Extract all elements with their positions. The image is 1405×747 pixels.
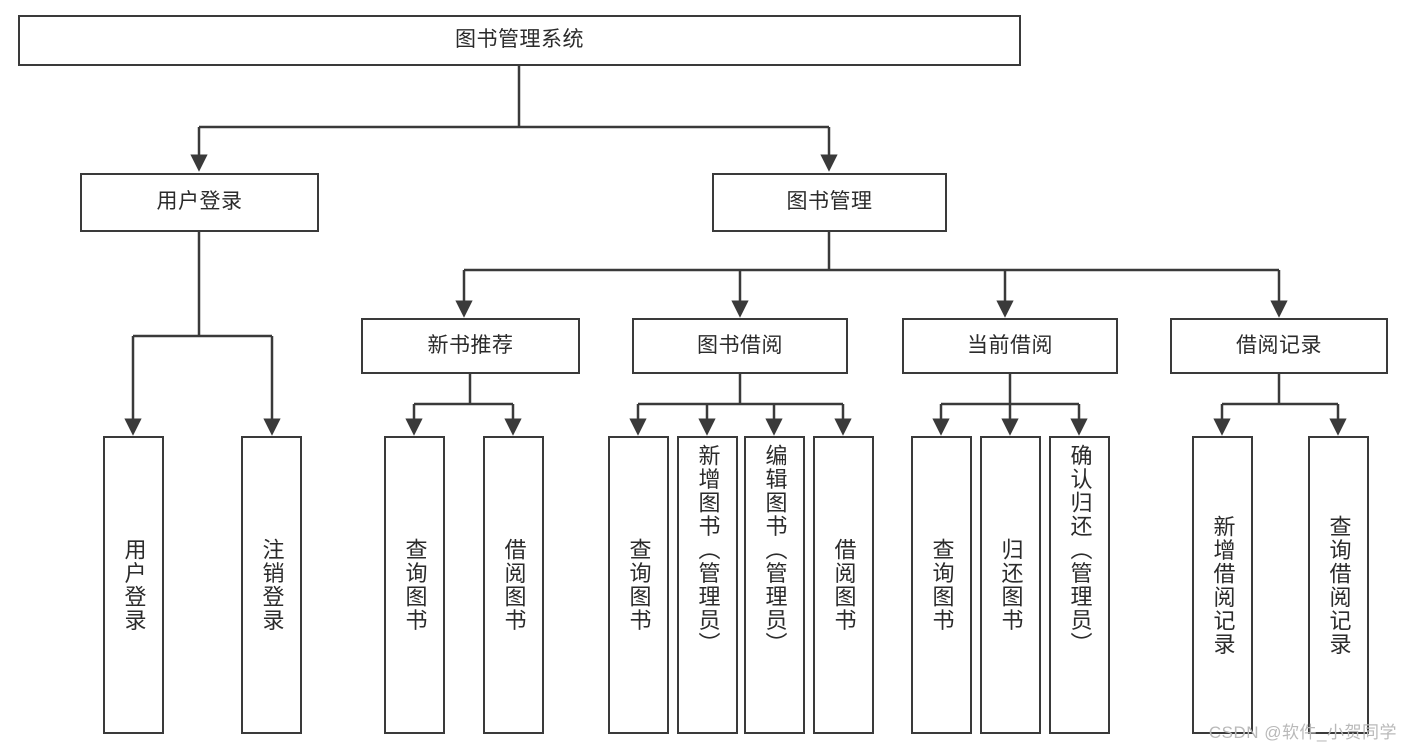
node-label: 用户登录	[156, 190, 243, 214]
node-book-borrow[interactable]: 图书借阅	[632, 318, 848, 374]
node-label: 归还图书	[998, 538, 1024, 632]
node-label: 当前借阅	[967, 333, 1053, 357]
leaf-new-book-borrow-book[interactable]: 借阅图书	[483, 436, 544, 734]
node-label: 图书管理	[786, 190, 873, 214]
node-label: 借阅图书	[501, 538, 527, 632]
node-label: 查询图书	[402, 538, 428, 632]
node-label: 借阅图书	[831, 538, 857, 632]
node-label: 注销登录	[259, 538, 285, 632]
leaf-current-borrow-return-book[interactable]: 归还图书	[980, 436, 1041, 734]
leaf-current-borrow-confirm-return[interactable]: 确认归还（管理员）	[1049, 436, 1110, 734]
leaf-book-borrow-query-book[interactable]: 查询图书	[608, 436, 669, 734]
leaf-user-login-login[interactable]: 用户登录	[103, 436, 164, 734]
node-label: 查询图书	[626, 538, 652, 632]
watermark-text: CSDN @软件_小贺同学	[1208, 723, 1397, 742]
leaf-borrow-record-query-record[interactable]: 查询借阅记录	[1308, 436, 1369, 734]
node-label: 用户登录	[121, 538, 147, 632]
node-root-book-management-system[interactable]: 图书管理系统	[18, 15, 1021, 66]
leaf-book-borrow-borrow-book[interactable]: 借阅图书	[813, 436, 874, 734]
node-current-borrow[interactable]: 当前借阅	[902, 318, 1118, 374]
leaf-book-borrow-add-book[interactable]: 新增图书（管理员）	[677, 436, 738, 734]
leaf-user-login-logout[interactable]: 注销登录	[241, 436, 302, 734]
node-label: 查询图书	[929, 538, 955, 632]
node-book-management[interactable]: 图书管理	[712, 173, 947, 232]
node-label: 新书推荐	[427, 333, 514, 357]
node-label: 编辑图书（管理员）	[762, 444, 788, 656]
node-label: 新增借阅记录	[1210, 514, 1236, 656]
node-borrow-record[interactable]: 借阅记录	[1170, 318, 1388, 374]
node-label: 图书借阅	[697, 333, 783, 357]
node-label: 图书管理系统	[455, 28, 584, 52]
node-new-book-recommend[interactable]: 新书推荐	[361, 318, 580, 374]
node-user-login[interactable]: 用户登录	[80, 173, 319, 232]
leaf-borrow-record-add-record[interactable]: 新增借阅记录	[1192, 436, 1253, 734]
leaf-new-book-query-book[interactable]: 查询图书	[384, 436, 445, 734]
node-label: 查询借阅记录	[1326, 514, 1352, 656]
leaf-current-borrow-query-book[interactable]: 查询图书	[911, 436, 972, 734]
node-label: 借阅记录	[1236, 333, 1322, 357]
leaf-book-borrow-edit-book[interactable]: 编辑图书（管理员）	[744, 436, 805, 734]
node-label: 确认归还（管理员）	[1067, 444, 1093, 656]
node-label: 新增图书（管理员）	[695, 444, 721, 656]
